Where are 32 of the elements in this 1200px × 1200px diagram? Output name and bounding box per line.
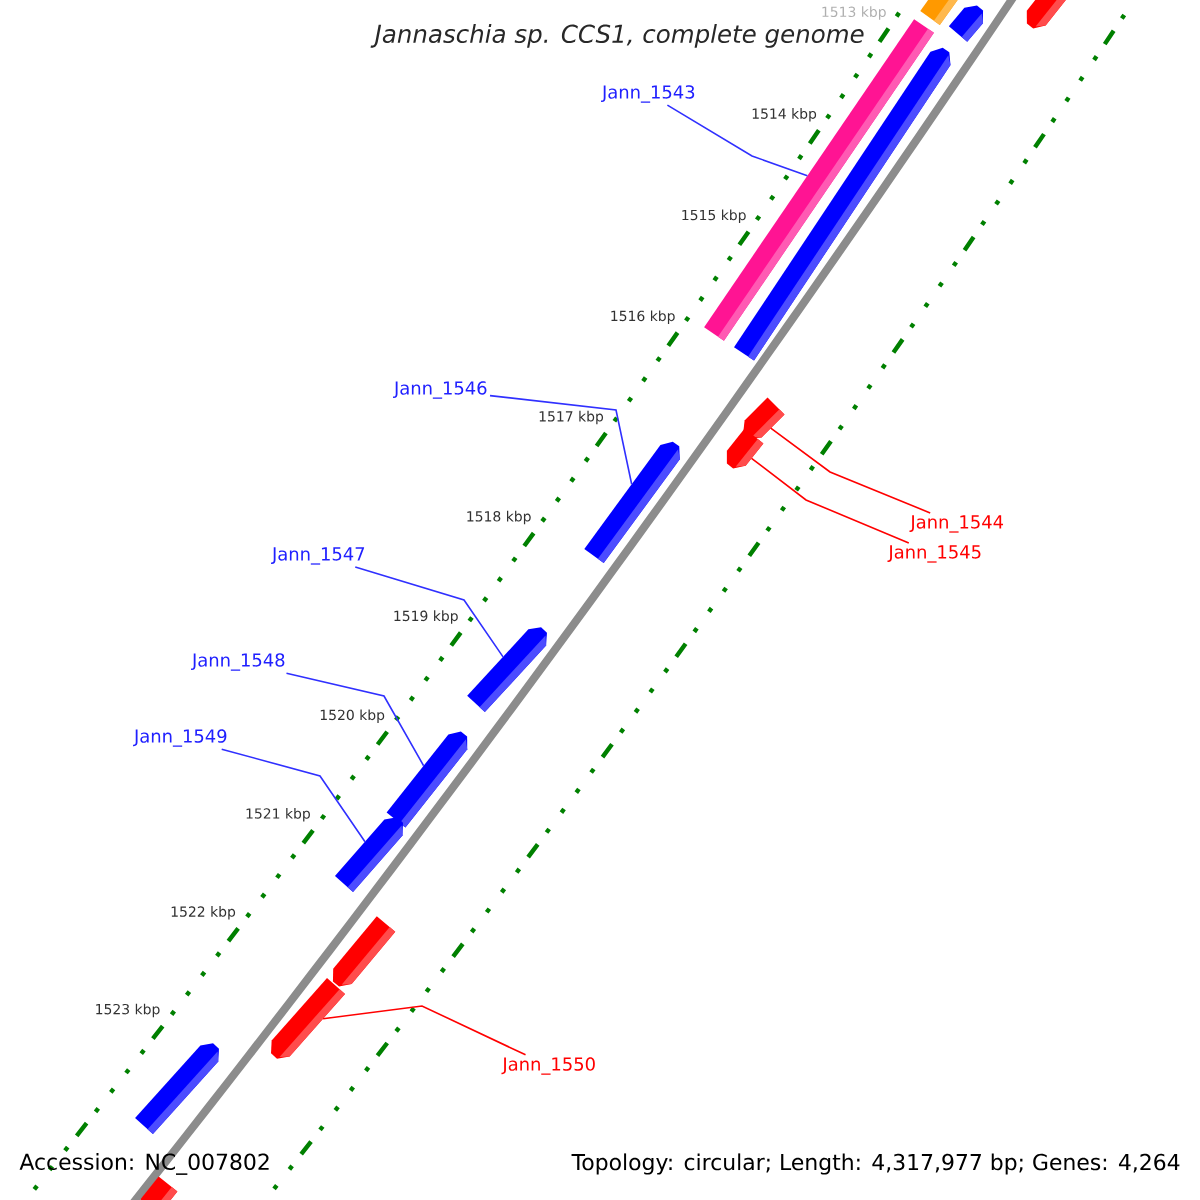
gene-block — [386, 731, 468, 828]
leader-line — [666, 104, 809, 177]
leader-line — [220, 748, 366, 843]
leader-line — [322, 1005, 527, 1056]
gene-label: Jann_1547 — [271, 547, 365, 565]
gene-block — [584, 441, 680, 564]
gene-label: Jann_1550 — [501, 1057, 595, 1075]
title: Jannaschia sp. CCS1, complete genome — [370, 24, 864, 48]
gene-label: Jann_1548 — [191, 653, 285, 671]
leader-line — [489, 394, 633, 486]
gene-label: Jann_1544 — [909, 515, 1004, 533]
gene-block — [332, 916, 396, 987]
gene-label: Jann_1546 — [393, 381, 487, 399]
gene-label: Jann_1549 — [133, 729, 227, 747]
info-text: Topology: circular; Length: 4,317,977 bp; Genes: 4,264 — [571, 1153, 1180, 1175]
gene-block — [271, 978, 345, 1059]
leader-line — [769, 427, 931, 514]
gene-block — [467, 627, 547, 713]
gene-block — [1026, 0, 1070, 29]
leader-line — [750, 457, 910, 544]
leader-line — [285, 672, 425, 767]
gene-block — [334, 817, 403, 892]
gene-label: Jann_1545 — [887, 545, 981, 563]
gene-block — [135, 1043, 219, 1135]
gene-block — [948, 5, 984, 42]
gene-bar — [920, 0, 960, 25]
leader-line — [354, 566, 504, 658]
info-text: Accession: NC_007802 — [19, 1153, 269, 1175]
gene-block — [140, 1176, 178, 1200]
gene-label: Jann_1543 — [601, 85, 695, 103]
gene-block — [726, 428, 764, 469]
gene-block — [743, 397, 785, 439]
